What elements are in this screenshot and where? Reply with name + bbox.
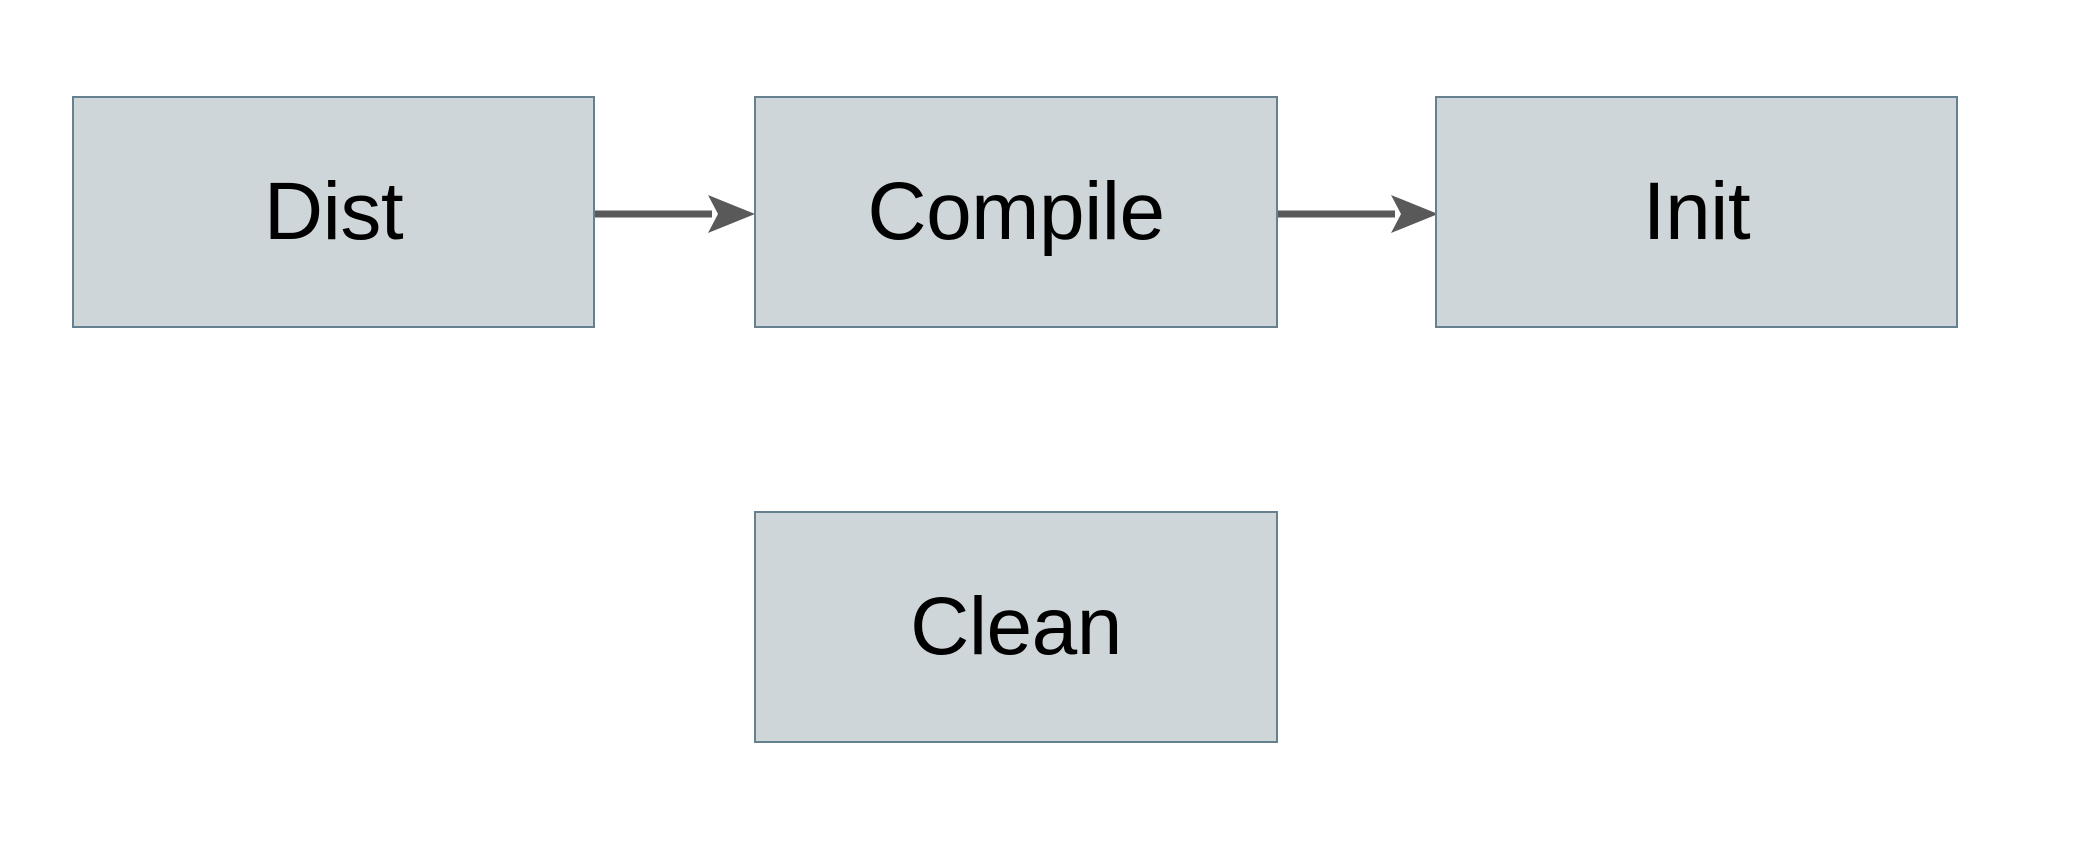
node-compile-label: Compile [867,166,1165,257]
arrowhead-icon [1391,195,1438,233]
node-compile[interactable]: Compile [754,96,1278,328]
edge-dist-to-compile[interactable] [592,186,757,242]
node-dist[interactable]: Dist [72,96,595,328]
arrowhead-icon [708,195,755,233]
node-clean-label: Clean [910,581,1122,672]
node-init-label: Init [1642,166,1751,257]
edge-compile-to-init[interactable] [1275,186,1440,242]
node-init[interactable]: Init [1435,96,1958,328]
node-clean[interactable]: Clean [754,511,1278,743]
node-dist-label: Dist [263,166,404,257]
